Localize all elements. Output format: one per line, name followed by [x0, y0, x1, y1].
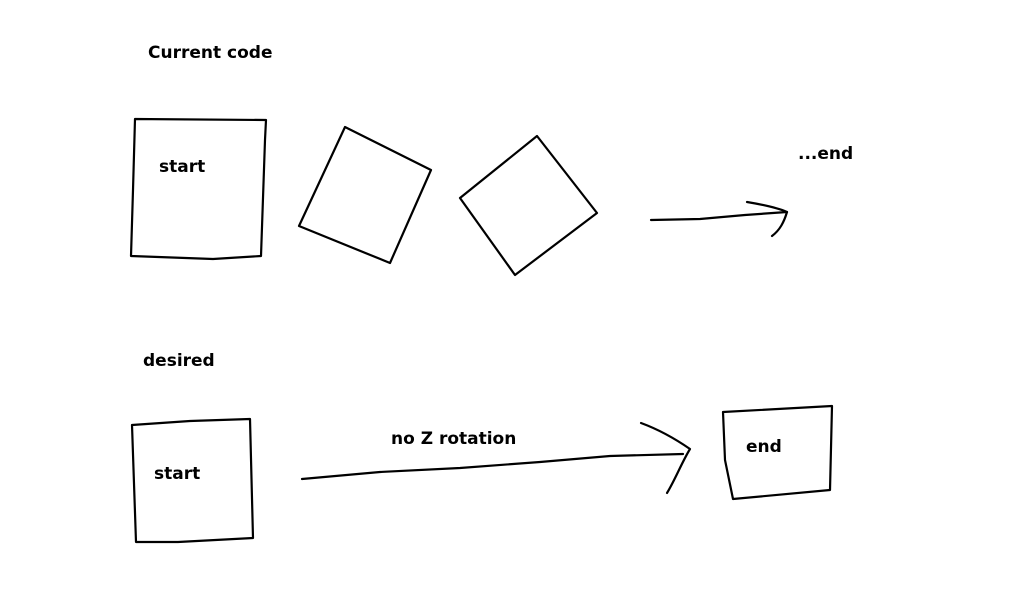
current-code-row — [129, 117, 789, 277]
current-end-label: ...end — [798, 144, 854, 164]
desired-end-box — [721, 404, 834, 501]
desired-arrow-label: no Z rotation — [391, 429, 517, 449]
desired-row — [130, 404, 834, 544]
desired-start-label: start — [154, 464, 201, 484]
current-code-title: Current code — [148, 43, 273, 63]
desired-arrow-shaft — [300, 452, 685, 481]
current-start-label: start — [159, 157, 206, 177]
current-rotated-box-2 — [458, 134, 599, 277]
desired-title: desired — [143, 351, 215, 371]
desired-arrow-head — [639, 421, 692, 495]
current-start-box — [129, 117, 268, 261]
current-rotated-box-1 — [297, 125, 433, 265]
desired-end-label: end — [746, 437, 782, 457]
current-arrow-head — [745, 200, 789, 238]
current-arrow-shaft — [649, 210, 789, 222]
desired-start-box — [130, 417, 255, 544]
